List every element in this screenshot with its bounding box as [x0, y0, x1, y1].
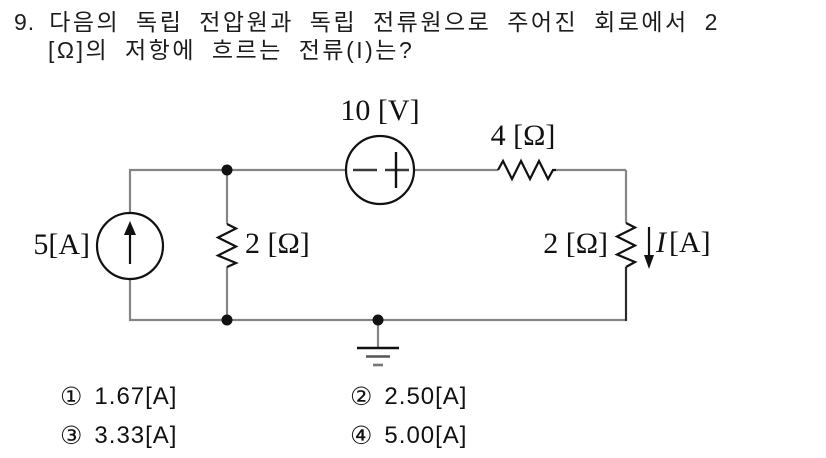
option-1-label: 1.67[A]: [94, 383, 178, 410]
current-source-circle: [95, 211, 165, 281]
option-3-marker: ③: [60, 422, 83, 450]
option-4-label: 5.00[A]: [384, 422, 468, 449]
node-dots: [221, 164, 384, 326]
answer-option-2[interactable]: ② 2.50[A]: [350, 383, 467, 411]
option-4-marker: ④: [350, 422, 373, 450]
ground-icon: [357, 346, 399, 367]
answer-option-1[interactable]: ① 1.67[A]: [60, 383, 177, 411]
option-2-marker: ②: [350, 383, 373, 411]
question-text-line1: 다음의 독립 전압원과 독립 전류원으로 주어진 회로에서 2: [49, 9, 720, 35]
node-dot-top: [221, 164, 233, 176]
question-text-line2: [Ω]의 저항에 흐르는 전류(I)는?: [48, 37, 415, 63]
voltage-source-label: 10 [V]: [340, 94, 420, 127]
load-current-arrow: [644, 227, 654, 269]
shunt-resistor-zigzag: [215, 223, 239, 269]
voltage-source-circle: [344, 134, 416, 206]
answer-option-3[interactable]: ③ 3.33[A]: [60, 422, 177, 450]
option-2-label: 2.50[A]: [384, 383, 468, 410]
question-line-1: 9. 다음의 독립 전압원과 독립 전류원으로 주어진 회로에서 2: [14, 8, 720, 36]
voltage-source-symbol: [344, 134, 416, 206]
load-current-unit: [A]: [669, 226, 711, 259]
answer-option-4[interactable]: ④ 5.00[A]: [350, 422, 467, 450]
option-3-label: 3.33[A]: [94, 422, 178, 449]
node-dot-ground: [372, 314, 384, 326]
option-1-marker: ①: [60, 383, 83, 411]
node-dot-bottom-left: [221, 314, 233, 326]
question-line-2: [Ω]의 저항에 흐르는 전류(I)는?: [48, 36, 414, 64]
load-resistor-label: 2 [Ω]: [543, 227, 608, 260]
current-source-label: 5[A]: [33, 228, 90, 261]
series-resistor-zigzag: [497, 158, 556, 182]
load-resistor-zigzag: [614, 222, 638, 268]
question-number: 9.: [14, 9, 36, 35]
load-current-arrowhead-icon: [644, 255, 654, 269]
shunt-resistor-label: 2 [Ω]: [245, 227, 310, 260]
current-source-arrowhead-icon: [124, 221, 136, 235]
load-current-label: I[A]: [656, 225, 711, 261]
load-current-symbol: I: [656, 226, 666, 259]
series-resistor-label: 4 [Ω]: [490, 119, 556, 152]
current-source-symbol: [95, 211, 165, 281]
